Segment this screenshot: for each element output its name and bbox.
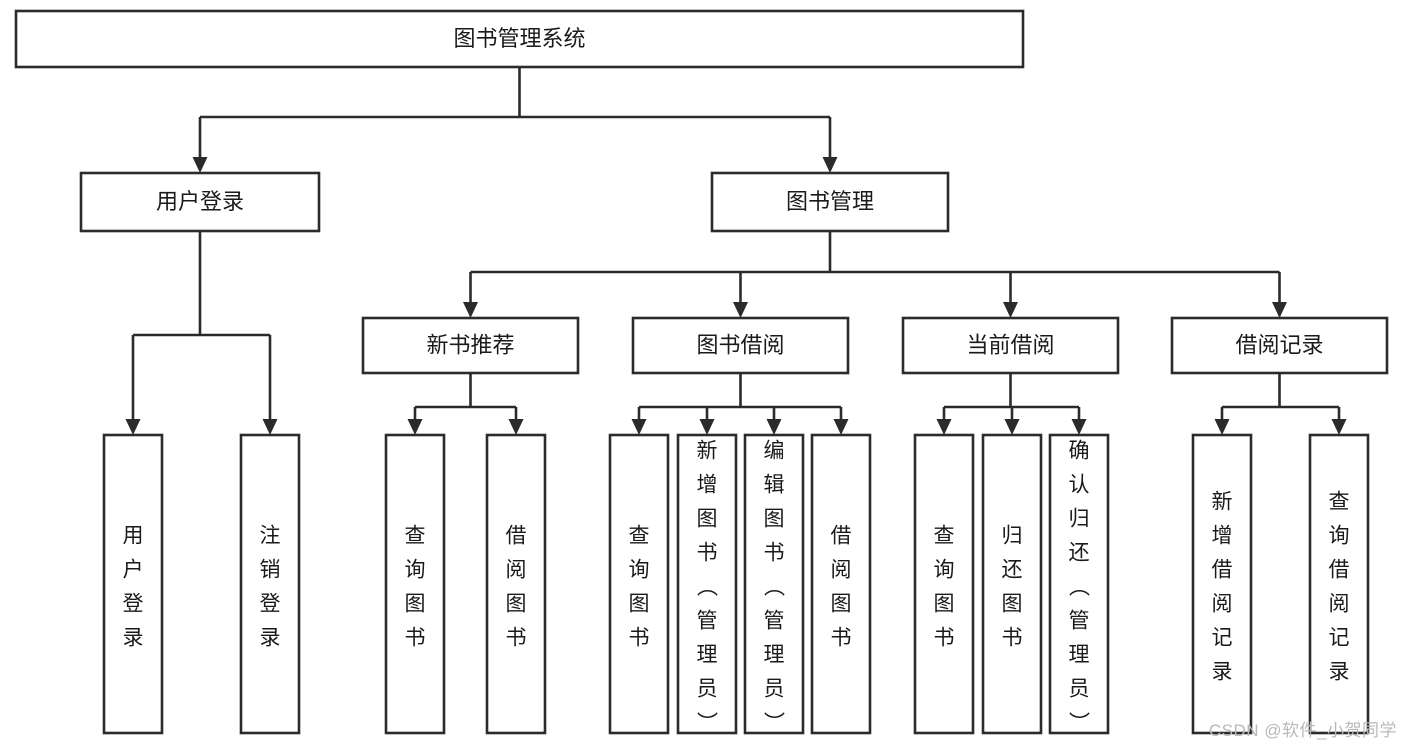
node-borrow-record[interactable]: 借阅记录 (1170, 316, 1389, 375)
node-layer: 图书管理系统用户登录图书管理新书推荐图书借阅当前借阅借阅记录用户登录注销登录查询… (14, 9, 1389, 735)
edge-layer (125, 67, 1347, 435)
node-box (1170, 316, 1389, 375)
node-label: 图书管理 (786, 189, 874, 214)
arrow-head-icon (1214, 419, 1230, 435)
node-user-login[interactable]: 用户登录 (79, 171, 321, 233)
node-label: 注销登录 (260, 525, 281, 650)
arrow-head-icon (936, 419, 952, 435)
node-box (981, 433, 1043, 735)
arrow-head-icon (822, 157, 838, 173)
node-box (913, 433, 975, 735)
node-leaf-edit-book[interactable]: 编辑图书（管理员） (743, 433, 805, 735)
arrow-head-icon (1272, 302, 1287, 318)
node-leaf-user-logout[interactable]: 注销登录 (239, 433, 301, 735)
arrow-head-icon (733, 302, 748, 318)
arrow-head-icon (463, 302, 478, 318)
arrow-head-icon (699, 419, 715, 435)
node-box (485, 433, 547, 735)
arrow-head-icon (766, 419, 782, 435)
node-current-borrow[interactable]: 当前借阅 (901, 316, 1120, 375)
arrow-head-icon (508, 419, 524, 435)
node-box (608, 433, 670, 735)
node-label: 查询图书 (405, 525, 426, 650)
node-leaf-add-book[interactable]: 新增图书（管理员） (676, 433, 738, 735)
node-new-book-rec[interactable]: 新书推荐 (361, 316, 580, 375)
node-label: 新增图书（管理员） (697, 440, 719, 735)
node-box (631, 316, 850, 375)
node-leaf-query-book-2[interactable]: 查询图书 (608, 433, 670, 735)
node-root[interactable]: 图书管理系统 (14, 9, 1025, 69)
node-box (901, 316, 1120, 375)
node-book-manage[interactable]: 图书管理 (710, 171, 950, 233)
arrow-head-icon (1331, 419, 1347, 435)
node-label: 借阅图书 (506, 525, 527, 650)
node-box (743, 433, 805, 735)
node-label: 用户登录 (156, 189, 244, 214)
node-label: 新增借阅记录 (1212, 491, 1233, 684)
node-label: 借阅图书 (831, 525, 852, 650)
node-box (810, 433, 872, 735)
node-label: 当前借阅 (966, 332, 1054, 357)
arrow-head-icon (1003, 302, 1018, 318)
arrow-head-icon (1004, 419, 1020, 435)
node-leaf-confirm-return[interactable]: 确认归还（管理员） (1048, 433, 1110, 735)
node-leaf-borrow-book-1[interactable]: 借阅图书 (485, 433, 547, 735)
node-box (1191, 433, 1253, 735)
arrow-head-icon (192, 157, 208, 173)
node-label: 借阅记录 (1235, 332, 1323, 357)
node-leaf-query-book-1[interactable]: 查询图书 (384, 433, 446, 735)
node-box (710, 171, 950, 233)
node-box (361, 316, 580, 375)
node-label: 查询图书 (934, 525, 955, 650)
node-leaf-borrow-book-2[interactable]: 借阅图书 (810, 433, 872, 735)
node-box (1308, 433, 1370, 735)
node-label: 图书借阅 (696, 332, 784, 357)
node-leaf-return-book[interactable]: 归还图书 (981, 433, 1043, 735)
node-box (384, 433, 446, 735)
arrow-head-icon (833, 419, 849, 435)
node-box (239, 433, 301, 735)
node-book-borrow[interactable]: 图书借阅 (631, 316, 850, 375)
arrow-head-icon (407, 419, 423, 435)
node-leaf-query-record[interactable]: 查询借阅记录 (1308, 433, 1370, 735)
node-leaf-user-login[interactable]: 用户登录 (102, 433, 164, 735)
node-label: 确认归还（管理员） (1069, 440, 1091, 735)
node-label: 编辑图书（管理员） (764, 440, 786, 735)
node-label: 查询借阅记录 (1329, 491, 1350, 684)
node-label: 新书推荐 (426, 332, 514, 357)
arrow-head-icon (1071, 419, 1087, 435)
node-leaf-query-book-3[interactable]: 查询图书 (913, 433, 975, 735)
node-box (14, 9, 1025, 69)
node-label: 图书管理系统 (453, 26, 585, 51)
arrow-head-icon (125, 419, 141, 435)
node-label: 归还图书 (1002, 525, 1023, 650)
node-label: 查询图书 (629, 525, 650, 650)
node-box (1048, 433, 1110, 735)
node-leaf-add-record[interactable]: 新增借阅记录 (1191, 433, 1253, 735)
arrow-head-icon (631, 419, 647, 435)
arrow-head-icon (262, 419, 278, 435)
node-box (102, 433, 164, 735)
node-box (676, 433, 738, 735)
node-box (79, 171, 321, 233)
node-label: 用户登录 (123, 525, 144, 650)
